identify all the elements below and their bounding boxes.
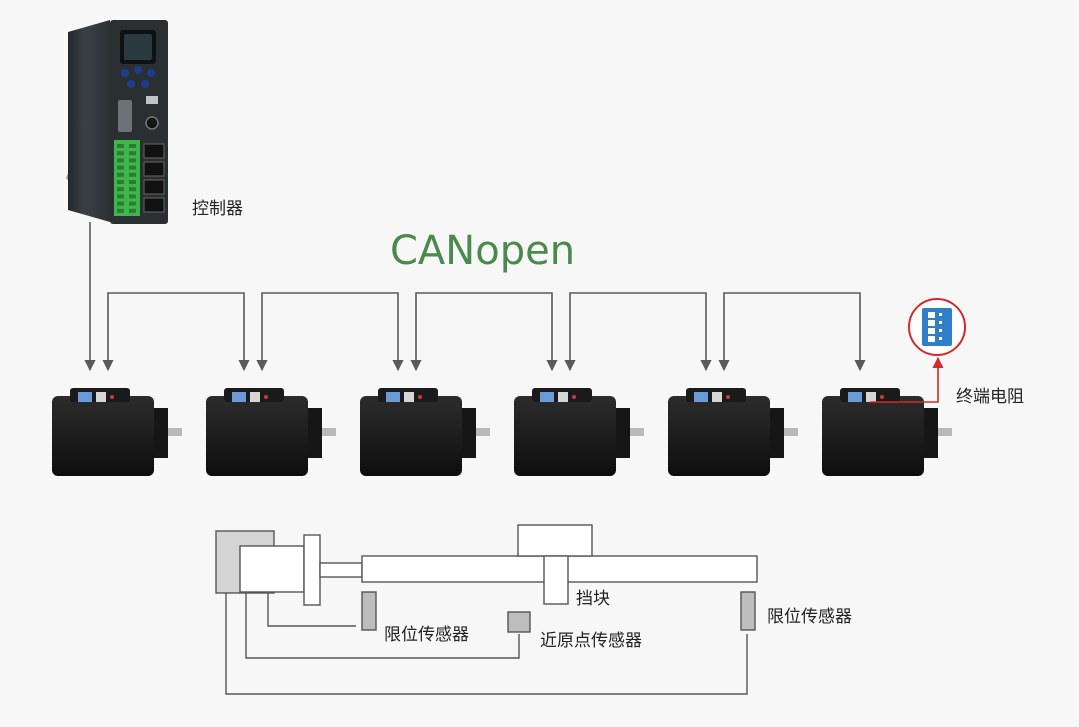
- network-title: CANopen: [390, 228, 575, 274]
- terminator-callout: [870, 298, 966, 403]
- io-terminal-screw: [117, 208, 124, 213]
- servo-motor-1: [52, 388, 182, 476]
- dip-switch-icon: [922, 308, 952, 346]
- terminator-label: 终端电阻: [956, 387, 1024, 407]
- io-terminal-screw: [117, 172, 124, 177]
- controller: [66, 20, 168, 224]
- servo-motor-6: [822, 388, 952, 476]
- io-terminal-screw: [117, 144, 124, 148]
- home-sensor: [507, 611, 531, 633]
- io-terminal-screw: [117, 151, 124, 156]
- servo-motor-4: [514, 388, 644, 476]
- motor-row: [52, 388, 952, 476]
- io-terminal-screw: [117, 201, 124, 206]
- io-terminal-screw: [117, 180, 124, 184]
- io-terminal-screw: [129, 180, 136, 184]
- round-connector: [145, 116, 159, 130]
- io-terminal-screws: [117, 144, 136, 213]
- io-terminal-screw: [129, 165, 136, 170]
- limit-sensor-left-label: 限位传感器: [384, 625, 469, 645]
- limit-sensor-left: [361, 591, 377, 631]
- wire-limit-right: [225, 593, 748, 695]
- limit-sensor-right: [740, 591, 756, 631]
- io-terminal-screw: [117, 165, 124, 170]
- motor-flange-block: [239, 545, 305, 593]
- coupling-plate: [303, 534, 321, 606]
- home-sensor-label: 近原点传感器: [540, 631, 642, 651]
- controller-side-panel: [68, 20, 110, 222]
- io-terminal-screw: [129, 144, 136, 148]
- usb-port: [146, 96, 158, 104]
- io-terminal-screw: [117, 158, 124, 163]
- io-terminal-screw: [117, 187, 124, 192]
- controller-screen-display: [124, 34, 152, 60]
- can-bus-wiring: [84, 222, 866, 372]
- io-terminal-screw: [129, 208, 136, 213]
- wire-home-sensor: [245, 593, 520, 659]
- ethernet-ports: [143, 143, 165, 213]
- controller-label: 控制器: [192, 199, 243, 219]
- stop-block-label: 挡块: [576, 589, 610, 609]
- controller-keypad: [121, 66, 155, 88]
- carriage-block: [517, 524, 593, 557]
- coupling-shaft: [319, 562, 363, 578]
- io-terminal-screw: [129, 194, 136, 199]
- servo-motor-5: [668, 388, 798, 476]
- wire-limit-left: [267, 593, 356, 627]
- io-terminal-screw: [129, 201, 136, 206]
- limit-sensor-right-label: 限位传感器: [767, 607, 852, 627]
- io-terminal-screw: [117, 194, 124, 199]
- servo-motor-3: [360, 388, 490, 476]
- io-terminal-screw: [129, 158, 136, 163]
- io-terminal-screw: [129, 172, 136, 177]
- servo-motor-2: [206, 388, 336, 476]
- io-terminal-screw: [129, 187, 136, 192]
- db9-port: [118, 100, 132, 132]
- io-terminal-screw: [129, 151, 136, 156]
- axis-schematic: [215, 524, 758, 695]
- stop-block: [543, 555, 569, 605]
